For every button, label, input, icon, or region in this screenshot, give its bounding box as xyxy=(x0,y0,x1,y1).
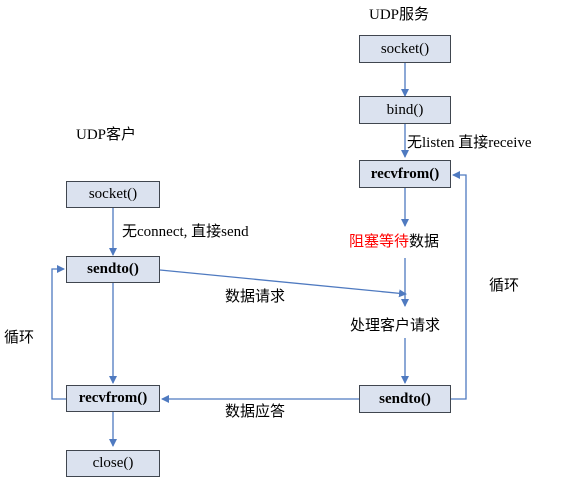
client-sendto-box: sendto() xyxy=(66,256,160,283)
arrow-client-loop xyxy=(51,265,67,400)
server-bind-box: bind() xyxy=(359,96,451,124)
server-sendto-box: sendto() xyxy=(359,385,451,413)
arrow-server-loop xyxy=(450,171,467,400)
client-loop-label: 循环 xyxy=(4,330,35,346)
client-socket-box: socket() xyxy=(66,181,160,208)
client-title: UDP客户 xyxy=(76,127,137,143)
server-loop-label: 循环 xyxy=(489,278,520,294)
data-response-label: 数据应答 xyxy=(225,404,286,420)
server-recvfrom-box: recvfrom() xyxy=(359,160,451,188)
server-process-request-label: 处理客户请求 xyxy=(350,318,441,334)
server-blocking-label: 阻塞等待数据 xyxy=(349,233,439,251)
server-title: UDP服务 xyxy=(369,7,430,23)
blocking-suffix: 数据 xyxy=(409,234,440,250)
client-recvfrom-box: recvfrom() xyxy=(66,385,160,412)
arrow-data-request xyxy=(159,269,407,298)
data-request-label: 数据请求 xyxy=(225,289,286,305)
server-socket-box: socket() xyxy=(359,35,451,63)
blocking-highlight: 阻塞等待 xyxy=(349,234,410,250)
client-no-connect-note: 无connect, 直接send xyxy=(122,224,249,240)
server-no-listen-note: 无listen 直接receive xyxy=(407,135,532,151)
client-close-box: close() xyxy=(66,450,160,477)
